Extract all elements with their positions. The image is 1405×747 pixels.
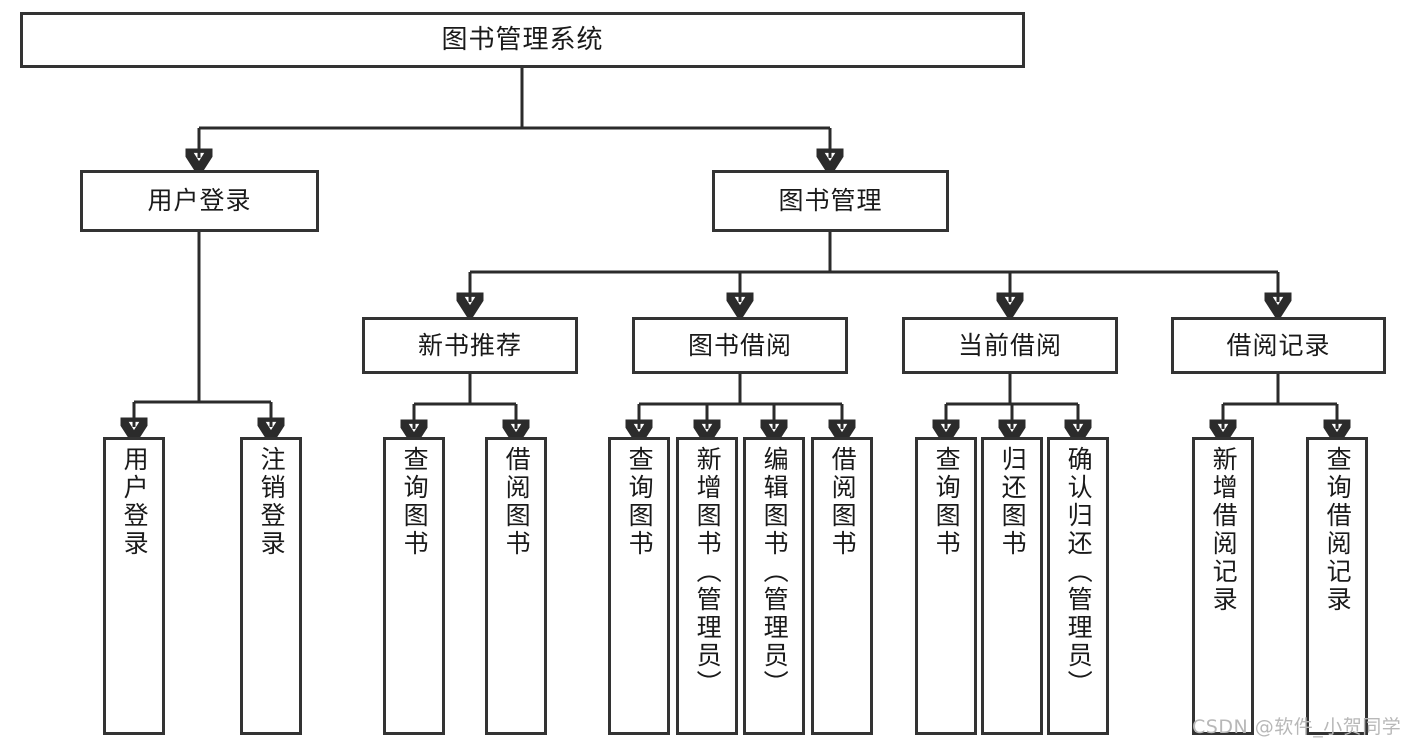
node-label: 编辑图书（管理员）	[760, 446, 790, 698]
node-label: 用户登录	[147, 186, 252, 216]
node-label: 注销登录	[257, 446, 287, 558]
node-borrow-record[interactable]: 借阅记录	[1171, 317, 1386, 374]
leaf-record-add-record[interactable]: 新增借阅记录	[1192, 437, 1254, 735]
node-book-management-system[interactable]: 图书管理系统	[20, 12, 1025, 68]
node-label: 新增图书（管理员）	[693, 446, 723, 698]
leaf-borrow-add-book-admin[interactable]: 新增图书（管理员）	[676, 437, 738, 735]
node-label: 新增借阅记录	[1209, 446, 1239, 614]
node-label: 图书管理	[778, 186, 883, 216]
node-label: 新书推荐	[417, 330, 522, 360]
leaf-user-login-login[interactable]: 用户登录	[103, 437, 165, 735]
node-label: 当前借阅	[957, 330, 1062, 360]
node-label: 查询图书	[932, 446, 962, 558]
leaf-borrow-edit-book-admin[interactable]: 编辑图书（管理员）	[743, 437, 805, 735]
leaf-current-confirm-return-admin[interactable]: 确认归还（管理员）	[1047, 437, 1109, 735]
leaf-recommend-query-book[interactable]: 查询图书	[383, 437, 445, 735]
node-label: 查询图书	[400, 446, 430, 558]
node-book-management[interactable]: 图书管理	[712, 170, 949, 232]
node-current-borrow[interactable]: 当前借阅	[902, 317, 1118, 374]
node-label: 确认归还（管理员）	[1064, 446, 1094, 698]
leaf-record-query-record[interactable]: 查询借阅记录	[1306, 437, 1368, 735]
node-user-login[interactable]: 用户登录	[80, 170, 319, 232]
node-label: 图书借阅	[687, 330, 792, 360]
node-label: 用户登录	[120, 446, 150, 558]
leaf-user-login-logout[interactable]: 注销登录	[240, 437, 302, 735]
node-label: 查询图书	[625, 446, 655, 558]
node-label: 借阅图书	[502, 446, 532, 558]
node-book-borrow[interactable]: 图书借阅	[632, 317, 848, 374]
node-label: 查询借阅记录	[1323, 446, 1353, 614]
leaf-borrow-query-book[interactable]: 查询图书	[608, 437, 670, 735]
leaf-recommend-borrow-book[interactable]: 借阅图书	[485, 437, 547, 735]
leaf-borrow-borrow-book[interactable]: 借阅图书	[811, 437, 873, 735]
leaf-current-query-book[interactable]: 查询图书	[915, 437, 977, 735]
csdn-watermark: CSDN @软件_小贺同学	[1192, 716, 1402, 738]
node-new-book-recommend[interactable]: 新书推荐	[362, 317, 578, 374]
node-label: 借阅图书	[828, 446, 858, 558]
node-label: 借阅记录	[1226, 330, 1331, 360]
node-label: 图书管理系统	[441, 24, 604, 55]
leaf-current-return-book[interactable]: 归还图书	[981, 437, 1043, 735]
node-label: 归还图书	[998, 446, 1028, 558]
